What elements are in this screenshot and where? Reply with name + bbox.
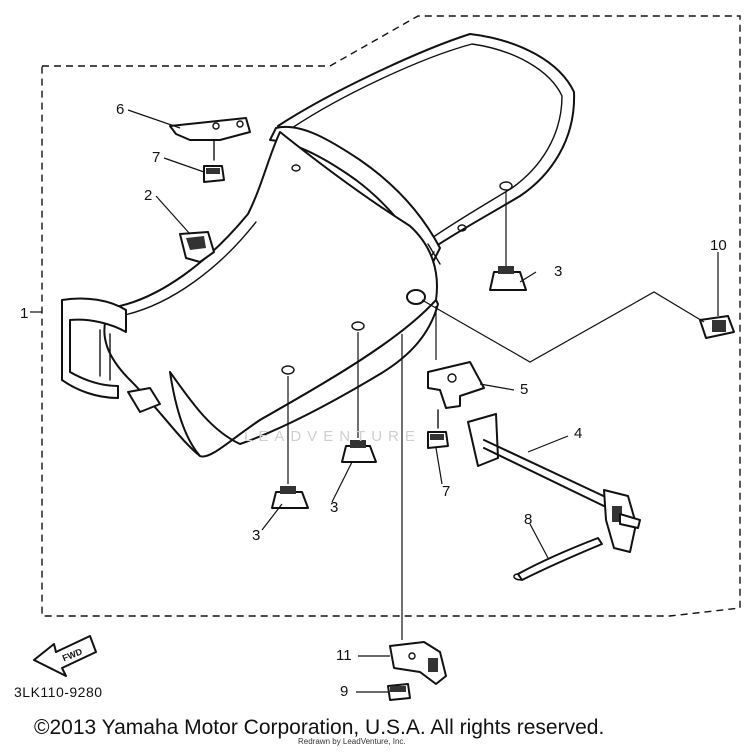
part-7-nut-right <box>427 431 449 449</box>
callout-4: 4 <box>574 425 582 442</box>
callout-7-right: 7 <box>442 483 450 500</box>
part-4-lock-rod <box>467 413 641 553</box>
callout-6: 6 <box>116 101 124 118</box>
copyright-notice: ©2013 Yamaha Motor Corporation, U.S.A. A… <box>34 716 605 739</box>
part-code: 3LK110-9280 <box>14 684 103 700</box>
part-3-damper-mid <box>341 332 377 463</box>
callout-1: 1 <box>20 305 28 322</box>
part-3-damper-right <box>489 192 527 291</box>
part-5-seat-hook <box>427 306 485 429</box>
callout-9: 9 <box>340 683 348 700</box>
part-10-cap <box>699 315 735 339</box>
callout-8: 8 <box>524 511 532 528</box>
part-9-nut <box>387 683 411 701</box>
fwd-arrow: FWD <box>33 635 97 677</box>
seat-assembly <box>61 33 576 458</box>
part-11-latch <box>389 334 447 685</box>
callout-numbers: 1 2 3 3 3 4 5 6 7 7 8 9 10 11 <box>20 101 727 700</box>
part-3-damper-left <box>271 376 309 509</box>
watermark: LEADVENTURE <box>244 428 421 445</box>
callout-leaders <box>30 109 719 693</box>
part-6-bracket <box>169 117 251 161</box>
callout-3-mid: 3 <box>330 499 338 516</box>
callout-11: 11 <box>336 647 352 664</box>
redraw-note: Redrawn by LeadVenture, Inc. <box>298 737 406 746</box>
callout-2: 2 <box>144 187 152 204</box>
assembly-boundary <box>41 15 741 617</box>
leader-part-10 <box>421 291 705 363</box>
callout-3-right: 3 <box>554 263 562 280</box>
part-8-spring <box>513 537 603 581</box>
callout-10: 10 <box>710 237 727 254</box>
part-7-nut-left <box>203 165 225 183</box>
callout-7-left: 7 <box>152 149 160 166</box>
callout-5: 5 <box>520 381 528 398</box>
callout-3-left: 3 <box>252 527 260 544</box>
part-2-bracket <box>179 231 215 263</box>
